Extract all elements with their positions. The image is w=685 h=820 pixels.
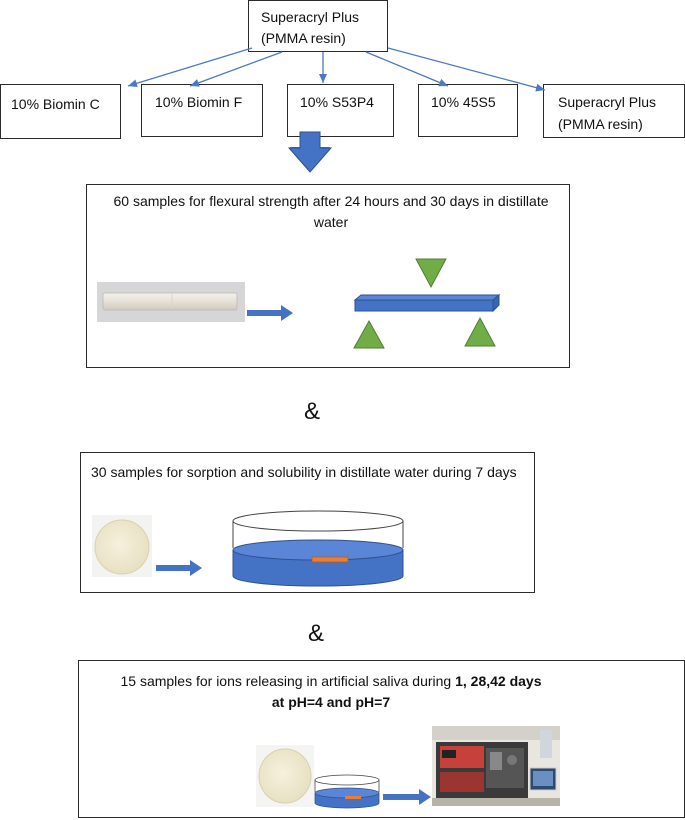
group-box-biomin-c: 10% Biomin C (0, 84, 121, 139)
root-label-line1: Superacryl Plus (261, 9, 360, 25)
connector-ampersand-1: & (304, 398, 321, 425)
group-box-s53p4: 10% S53P4 (287, 84, 394, 137)
ions-text: 15 samples for ions releasing in artific… (89, 671, 573, 713)
connector-ampersand-2: & (308, 620, 325, 647)
root-label-line2: (PMMA resin) (261, 30, 346, 46)
sorption-arrow (156, 560, 202, 576)
sorption-text: 30 samples for sorption and solubility i… (91, 464, 517, 480)
support-triangle-left (353, 319, 385, 349)
support-triangle-right (464, 316, 496, 347)
branch-arrow-45s5 (365, 51, 449, 87)
flexural-arrow (247, 305, 293, 321)
ions-arrow (383, 789, 431, 805)
branch-arrows (127, 47, 546, 92)
group-label-biomin-f: 10% Biomin F (155, 94, 243, 110)
load-triangle (415, 258, 447, 289)
group-box-45s5: 10% 45S5 (418, 84, 518, 137)
branch-arrow-biomin-c (127, 47, 253, 88)
ions-text-days: 1, 28,42 days (455, 673, 542, 689)
group-label-control-line2: (PMMA resin) (558, 116, 643, 132)
disc-specimen-photo-2 (256, 745, 314, 807)
petri-dish-water (232, 510, 404, 587)
three-point-bending-beam (353, 293, 501, 313)
ions-text-plain: 15 samples for ions releasing in artific… (120, 673, 456, 689)
bar-specimen-photo (97, 282, 245, 322)
group-label-s53p4: 10% S53P4 (300, 94, 374, 110)
group-box-biomin-f: 10% Biomin F (141, 84, 263, 137)
spectrometer-photo (432, 726, 560, 806)
branch-arrow-control (387, 47, 546, 92)
group-label-control-line1: Superacryl Plus (558, 94, 657, 110)
ions-text-ph: at pH=4 and pH=7 (271, 694, 391, 710)
small-petri-dish-saliva (314, 774, 380, 809)
branch-arrow-biomin-f (189, 51, 283, 87)
disc-specimen-photo-1 (92, 515, 152, 577)
flexural-text: 60 samples for flexural strength after 2… (113, 193, 549, 230)
ions-box: 15 samples for ions releasing in artific… (78, 660, 685, 818)
group-box-control: Superacryl Plus (PMMA resin) (543, 84, 685, 138)
group-label-45s5: 10% 45S5 (431, 94, 496, 110)
root-box: Superacryl Plus (PMMA resin) (248, 0, 388, 52)
group-label-biomin-c: 10% Biomin C (11, 96, 100, 112)
